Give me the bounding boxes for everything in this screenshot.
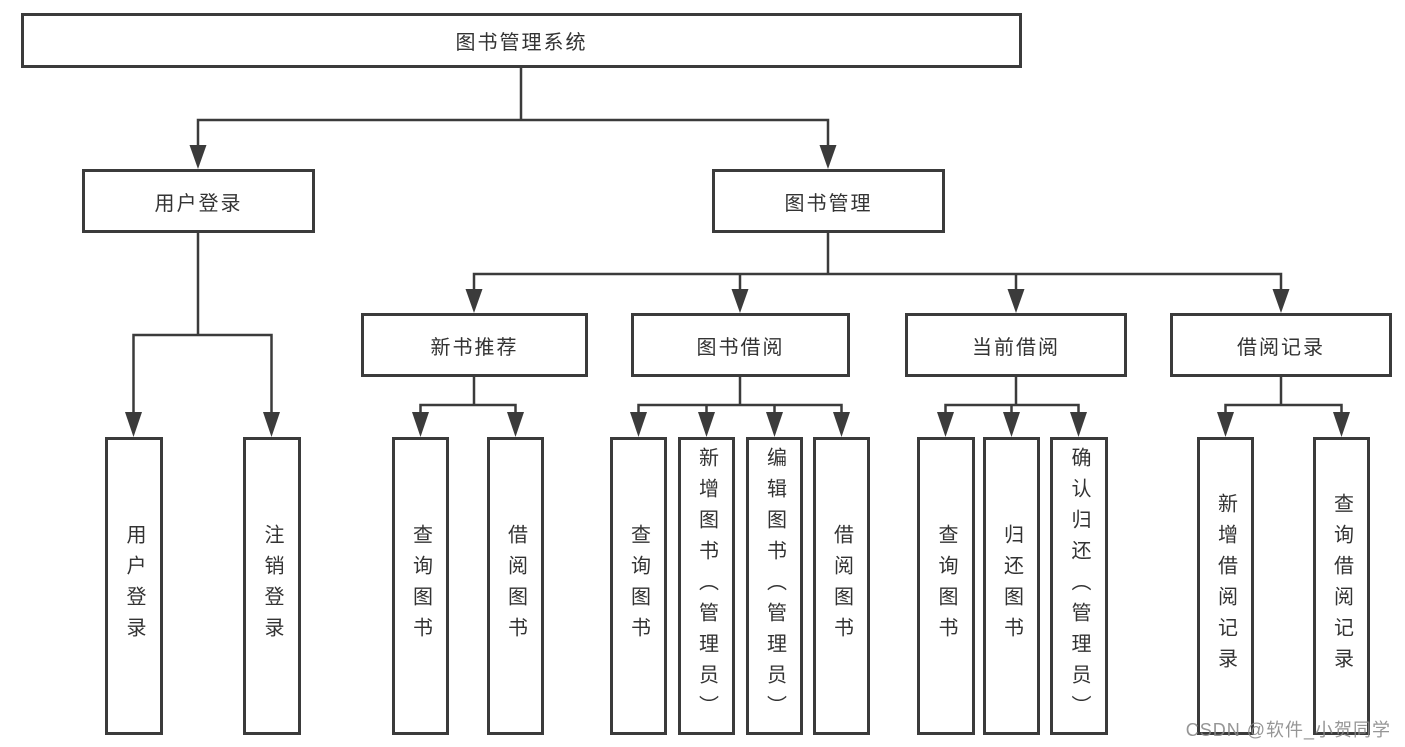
- arrowhead: [189, 145, 207, 169]
- node-book-borrowing: 图书借阅: [631, 313, 850, 377]
- connector-current-borrow-to-leaves: [937, 375, 1087, 437]
- leaf-query-books-current-label: 查询图书: [935, 524, 957, 648]
- leaf-borrow-books-recommend: 借阅图书: [487, 437, 544, 735]
- node-root-label: 图书管理系统: [455, 32, 588, 54]
- arrowhead: [630, 412, 647, 437]
- leaf-query-books-borrow-label: 查询图书: [627, 524, 650, 648]
- node-new-book-recommend-label: 新书推荐: [430, 336, 519, 359]
- leaf-borrow-books: 借阅图书: [813, 437, 870, 735]
- leaf-add-books-admin: 新增图书（管理员）: [678, 437, 735, 735]
- node-current-borrowing-label: 当前借阅: [972, 336, 1060, 359]
- leaf-return-books-label: 归还图书: [1000, 524, 1023, 648]
- leaf-query-books-borrow: 查询图书: [610, 437, 667, 735]
- node-borrowing-records: 借阅记录: [1170, 313, 1392, 377]
- connector-book-borrow-to-leaves: [630, 375, 850, 437]
- leaf-add-borrow-record: 新增借阅记录: [1197, 437, 1254, 735]
- leaf-query-borrow-record-label: 查询借阅记录: [1330, 493, 1353, 679]
- node-user-login-branch: 用户登录: [82, 169, 315, 233]
- arrowhead: [263, 412, 280, 437]
- arrowhead: [698, 412, 715, 437]
- node-book-borrowing-label: 图书借阅: [696, 336, 785, 359]
- node-borrowing-records-label: 借阅记录: [1237, 336, 1325, 359]
- leaf-confirm-return-admin: 确认归还（管理员）: [1050, 437, 1108, 735]
- node-user-login-branch-label: 用户登录: [154, 192, 243, 215]
- leaf-return-books: 归还图书: [983, 437, 1040, 735]
- connector-book-mgmt-to-modules: [465, 231, 1290, 313]
- leaf-borrow-books-recommend-label: 借阅图书: [504, 524, 527, 648]
- leaf-edit-books-admin: 编辑图书（管理员）: [746, 437, 803, 735]
- arrowhead: [125, 412, 142, 437]
- node-root: 图书管理系统: [21, 13, 1022, 68]
- leaf-query-borrow-record: 查询借阅记录: [1313, 437, 1370, 735]
- leaf-logout-login: 注销登录: [243, 437, 301, 735]
- node-new-book-recommend: 新书推荐: [361, 313, 588, 377]
- leaf-borrow-books-label: 借阅图书: [830, 524, 853, 648]
- arrowhead: [412, 412, 429, 437]
- node-book-management: 图书管理: [712, 169, 945, 233]
- arrowhead: [833, 412, 850, 437]
- arrowhead: [766, 412, 783, 437]
- leaf-query-books-current: 查询图书: [917, 437, 975, 735]
- leaf-add-books-admin-label: 新增图书（管理员）: [695, 446, 718, 726]
- arrowhead: [819, 145, 837, 169]
- arrowhead: [1003, 412, 1020, 437]
- connector-root-to-branches: [189, 66, 837, 169]
- leaf-query-books-recommend: 查询图书: [392, 437, 449, 735]
- arrowhead: [1217, 412, 1234, 437]
- arrowhead: [1333, 412, 1350, 437]
- arrowhead: [507, 412, 524, 437]
- arrowhead: [1070, 412, 1087, 437]
- leaf-edit-books-admin-label: 编辑图书（管理员）: [763, 446, 786, 726]
- node-current-borrowing: 当前借阅: [905, 313, 1127, 377]
- arrowhead: [1007, 289, 1025, 313]
- leaf-user-login-label: 用户登录: [123, 524, 145, 648]
- leaf-add-borrow-record-label: 新增借阅记录: [1214, 493, 1237, 679]
- connector-new-book-to-leaves: [412, 375, 524, 437]
- connector-user-login-to-leaves: [125, 231, 280, 437]
- leaf-query-books-recommend-label: 查询图书: [409, 524, 432, 648]
- csdn-watermark: CSDN @软件_小贺同学: [1185, 720, 1391, 740]
- leaf-logout-login-label: 注销登录: [261, 524, 283, 648]
- arrowhead: [1272, 289, 1290, 313]
- arrowhead: [937, 412, 954, 437]
- arrowhead: [465, 289, 483, 313]
- connector-borrow-records-to-leaves: [1217, 375, 1350, 437]
- node-book-management-label: 图书管理: [784, 192, 873, 215]
- leaf-user-login: 用户登录: [105, 437, 163, 735]
- leaf-confirm-return-admin-label: 确认归还（管理员）: [1068, 446, 1090, 726]
- arrowhead: [731, 289, 749, 313]
